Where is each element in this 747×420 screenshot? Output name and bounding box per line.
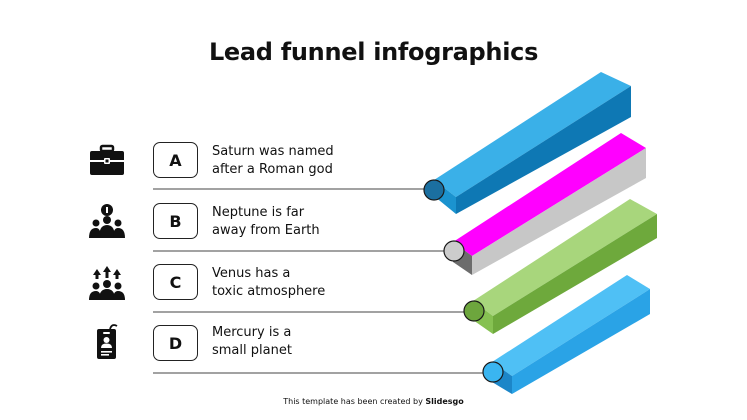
bar-d [482, 275, 650, 394]
bar-a-top [434, 72, 631, 197]
bar-b-top [453, 133, 646, 256]
step-a-line-2: after a Roman god [212, 162, 333, 177]
bar-d-top [492, 275, 650, 376]
step-description-d: Mercury is a small planet [212, 324, 292, 360]
bar-a-front [456, 86, 631, 214]
bar-b-front [472, 148, 646, 275]
bar-c-top [473, 199, 657, 316]
bar-d-dot [482, 361, 504, 383]
footer-brand: Slidesgo [425, 397, 464, 406]
step-letter-c: C [153, 264, 198, 300]
step-b-line-1: Neptune is far [212, 205, 305, 220]
step-a-line-1: Saturn was named [212, 144, 334, 159]
footer-prefix: This template has been created by [283, 397, 423, 406]
step-letter-d: D [153, 325, 198, 361]
step-letter-b: B [153, 203, 198, 239]
step-letter-a: A [153, 142, 198, 178]
bar-c [463, 199, 657, 334]
bar-d-front [512, 289, 650, 394]
team-growth-icon [89, 266, 125, 300]
team-leader-icon [89, 204, 125, 238]
step-d-line-1: Mercury is a [212, 325, 292, 340]
step-c-line-1: Venus has a [212, 266, 291, 281]
step-description-c: Venus has a toxic atmosphere [212, 265, 325, 301]
bar-c-front [493, 214, 657, 334]
id-badge-icon [97, 324, 118, 359]
bar-a [423, 72, 631, 214]
bar-b-dot [443, 240, 465, 262]
step-d-line-2: small planet [212, 343, 292, 358]
bar-b [443, 133, 646, 275]
footer-credit: This template has been created by Slides… [0, 397, 747, 406]
step-c-line-2: toxic atmosphere [212, 284, 326, 299]
bar-a-dot [423, 179, 445, 201]
briefcase-icon [90, 144, 124, 175]
step-description-b: Neptune is far away from Earth [212, 204, 320, 240]
bar-c-dot [463, 300, 485, 322]
page-title: Lead funnel infographics [208, 38, 539, 66]
step-b-line-2: away from Earth [212, 223, 320, 238]
step-description-a: Saturn was named after a Roman god [212, 143, 334, 179]
